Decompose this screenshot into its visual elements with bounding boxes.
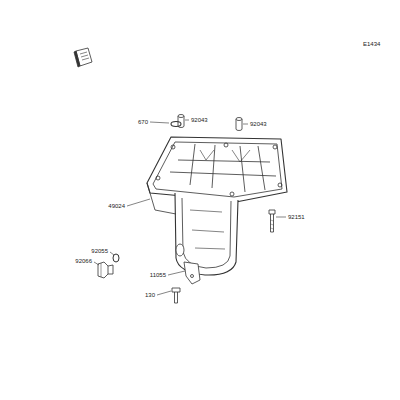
callout-number: 92043	[190, 117, 209, 124]
o-ring	[171, 122, 181, 127]
manual-icon	[74, 48, 92, 67]
oil-pan	[147, 137, 287, 275]
callout-number: 92066	[74, 258, 93, 265]
callout-number: 92055	[90, 248, 109, 255]
leader-line	[94, 120, 286, 295]
drawing-code: E1434	[362, 41, 381, 48]
callout-number: 670	[137, 119, 149, 126]
bolt	[172, 288, 180, 303]
dowel-pin	[178, 115, 242, 131]
bracket	[184, 262, 200, 284]
callout-number: 11055	[149, 272, 167, 279]
washer	[113, 254, 119, 262]
callout-number: 92151	[287, 214, 306, 221]
callout-number: 130	[144, 292, 156, 299]
drain-plug	[98, 262, 113, 278]
callout-number: 92043	[249, 121, 268, 128]
callout-number: 49024	[107, 203, 126, 210]
bolt	[269, 210, 275, 232]
